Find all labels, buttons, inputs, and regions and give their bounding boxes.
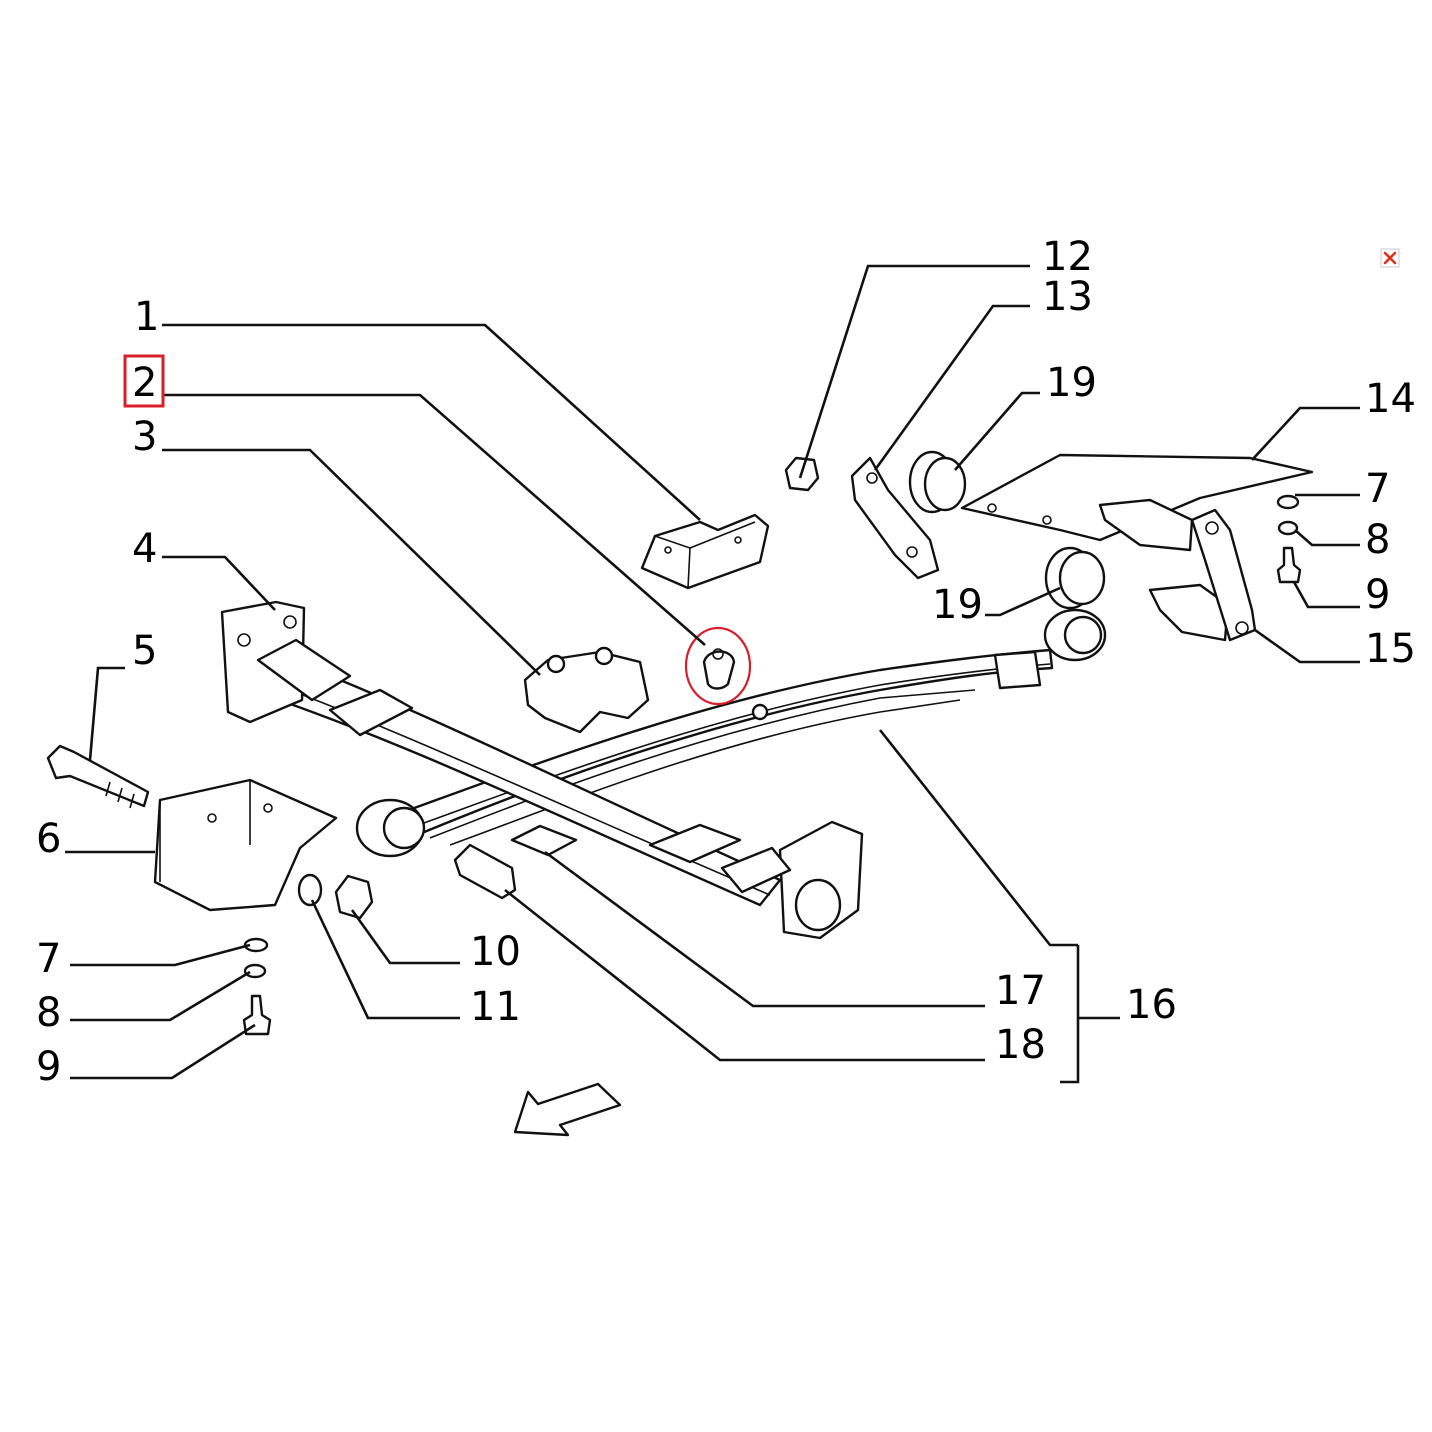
label-10: 10 bbox=[470, 929, 521, 975]
part-5-bolt bbox=[46, 744, 150, 809]
part-18-bushing bbox=[453, 843, 517, 900]
label-7-right: 7 bbox=[1365, 466, 1390, 512]
part-6-mount bbox=[153, 778, 338, 912]
label-5: 5 bbox=[132, 628, 157, 674]
label-19-upper: 19 bbox=[1046, 360, 1097, 406]
close-icon[interactable] bbox=[1380, 248, 1400, 268]
label-2[interactable]: 2 bbox=[132, 360, 157, 406]
part-8-lockwasher-left bbox=[243, 963, 267, 979]
label-6: 6 bbox=[36, 816, 61, 862]
part-19-bushing-lower bbox=[1044, 546, 1106, 610]
label-15: 15 bbox=[1365, 626, 1416, 672]
label-14: 14 bbox=[1365, 376, 1416, 422]
direction-arrow bbox=[513, 1082, 622, 1137]
part-2-bump-stop bbox=[684, 626, 752, 706]
part-11-washer bbox=[297, 873, 323, 907]
part-9-screw-left bbox=[242, 994, 272, 1036]
label-8-right: 8 bbox=[1365, 517, 1390, 563]
part-10-nut bbox=[334, 874, 374, 920]
leaf-spring bbox=[355, 608, 1107, 858]
rear-axle bbox=[220, 600, 864, 940]
part-labels: 1 2 3 4 5 6 7 8 9 10 11 12 13 14 7 8 9 1… bbox=[36, 234, 1416, 1090]
label-2-highlight-box bbox=[123, 354, 165, 408]
label-8-left: 8 bbox=[36, 990, 61, 1036]
label-19-lower: 19 bbox=[932, 582, 983, 628]
label-4: 4 bbox=[132, 526, 157, 572]
label-9-left: 9 bbox=[36, 1044, 61, 1090]
part-7-washer-right bbox=[1276, 494, 1300, 510]
part-15-shackle bbox=[1098, 498, 1257, 642]
label-9-right: 9 bbox=[1365, 572, 1390, 618]
part-9-screw-right bbox=[1276, 546, 1302, 584]
label-17: 17 bbox=[995, 968, 1046, 1014]
part-17-plate bbox=[510, 824, 578, 857]
part-19-bushing-upper bbox=[908, 450, 967, 514]
label-13: 13 bbox=[1042, 274, 1093, 320]
part-8-lockwasher-right bbox=[1277, 520, 1299, 536]
label-3: 3 bbox=[132, 414, 157, 460]
leader-lines bbox=[65, 264, 1360, 1084]
part-3-rubber-pad bbox=[523, 646, 650, 734]
part-1-bracket bbox=[640, 513, 770, 590]
label-7-left: 7 bbox=[36, 936, 61, 982]
part-14-bracket bbox=[960, 453, 1314, 542]
label-1: 1 bbox=[134, 294, 159, 340]
highlight-circle bbox=[684, 626, 752, 706]
label-12: 12 bbox=[1042, 234, 1093, 280]
label-16: 16 bbox=[1126, 982, 1177, 1028]
label-18: 18 bbox=[995, 1022, 1046, 1068]
label-11: 11 bbox=[470, 984, 521, 1030]
